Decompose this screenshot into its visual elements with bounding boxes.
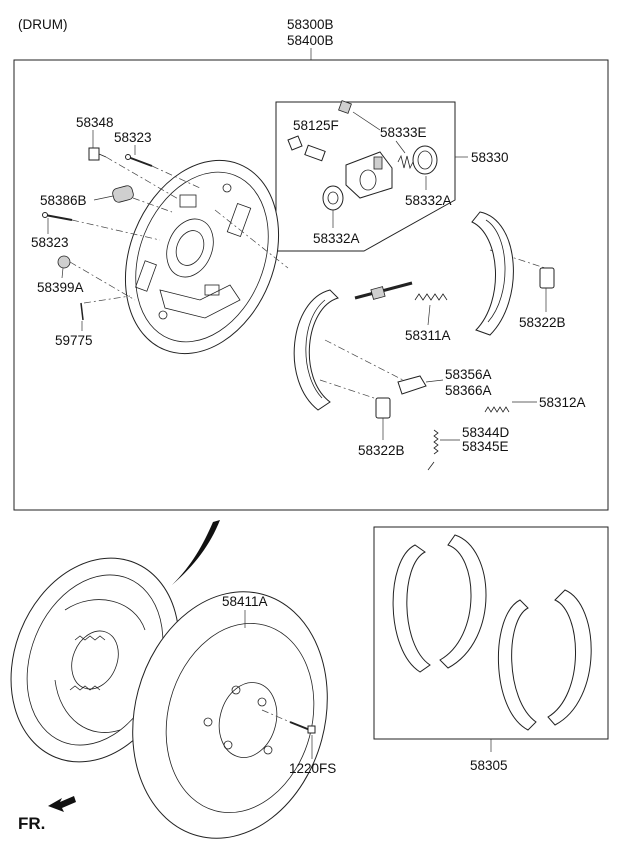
- label-59775: 59775: [55, 333, 93, 348]
- shoe-kit-58305: [392, 534, 592, 731]
- plug-58386b: [112, 185, 134, 203]
- spring-58312a: [484, 406, 510, 413]
- brake-drum-58411a: [132, 591, 328, 839]
- label-58399a: 58399A: [37, 280, 84, 295]
- label-58386b: 58386B: [40, 193, 87, 208]
- adjuster-58311a: [354, 281, 448, 301]
- front-direction-label: FR.: [18, 814, 45, 833]
- screw-1220fs: [289, 721, 316, 734]
- main-assembly-frame: [13, 59, 609, 511]
- bolt-58323-bottom: [42, 212, 73, 221]
- bolt-58348: [88, 147, 107, 161]
- label-58305: 58305: [470, 758, 508, 773]
- drum-variant-label: (DRUM): [18, 17, 68, 32]
- backing-plate: [124, 159, 280, 355]
- bolt-58323-top: [125, 154, 153, 167]
- label-58344d: 58344D: [462, 425, 510, 440]
- pin-59775: [80, 302, 84, 321]
- label-58366a: 58366A: [445, 383, 492, 398]
- label-58323-top: 58323: [114, 130, 152, 145]
- label-58345e: 58345E: [462, 439, 509, 454]
- brake-shoe-right: [471, 211, 514, 336]
- assembly-code-58300b: 58300B: [287, 17, 334, 32]
- lever-58356a: [397, 375, 427, 395]
- spring-58333e: [397, 154, 414, 170]
- label-58312a: 58312A: [539, 395, 586, 410]
- clip-58322b-bottom: [375, 397, 391, 419]
- label-58333e: 58333E: [380, 125, 427, 140]
- boot-58332a-right: [412, 145, 438, 175]
- spring-58344d: [427, 429, 439, 471]
- assembly-code-58400b: 58400B: [287, 33, 334, 48]
- label-58332a-right: 58332A: [405, 193, 452, 208]
- label-58330: 58330: [471, 150, 509, 165]
- cap-58399a: [57, 255, 71, 269]
- front-arrow-icon: [48, 796, 76, 812]
- label-1220fs: 1220FS: [289, 761, 336, 776]
- wheel-cylinder: [345, 151, 393, 199]
- arrow-swoosh: [172, 520, 220, 585]
- label-58125f: 58125F: [293, 118, 339, 133]
- label-58411a: 58411A: [222, 594, 268, 609]
- clip-58322b-right: [539, 267, 555, 289]
- bleeder-58125f: [287, 100, 352, 162]
- label-58332a-left: 58332A: [313, 231, 360, 246]
- label-58323-bottom: 58323: [31, 235, 69, 250]
- label-58356a: 58356A: [445, 367, 492, 382]
- label-58322b-bottom: 58322B: [358, 443, 405, 458]
- label-58348: 58348: [76, 115, 114, 130]
- label-58322b-right: 58322B: [519, 315, 566, 330]
- boot-58332a-left: [322, 185, 344, 211]
- brake-shoe-left: [293, 289, 339, 411]
- label-58311a: 58311A: [405, 328, 451, 343]
